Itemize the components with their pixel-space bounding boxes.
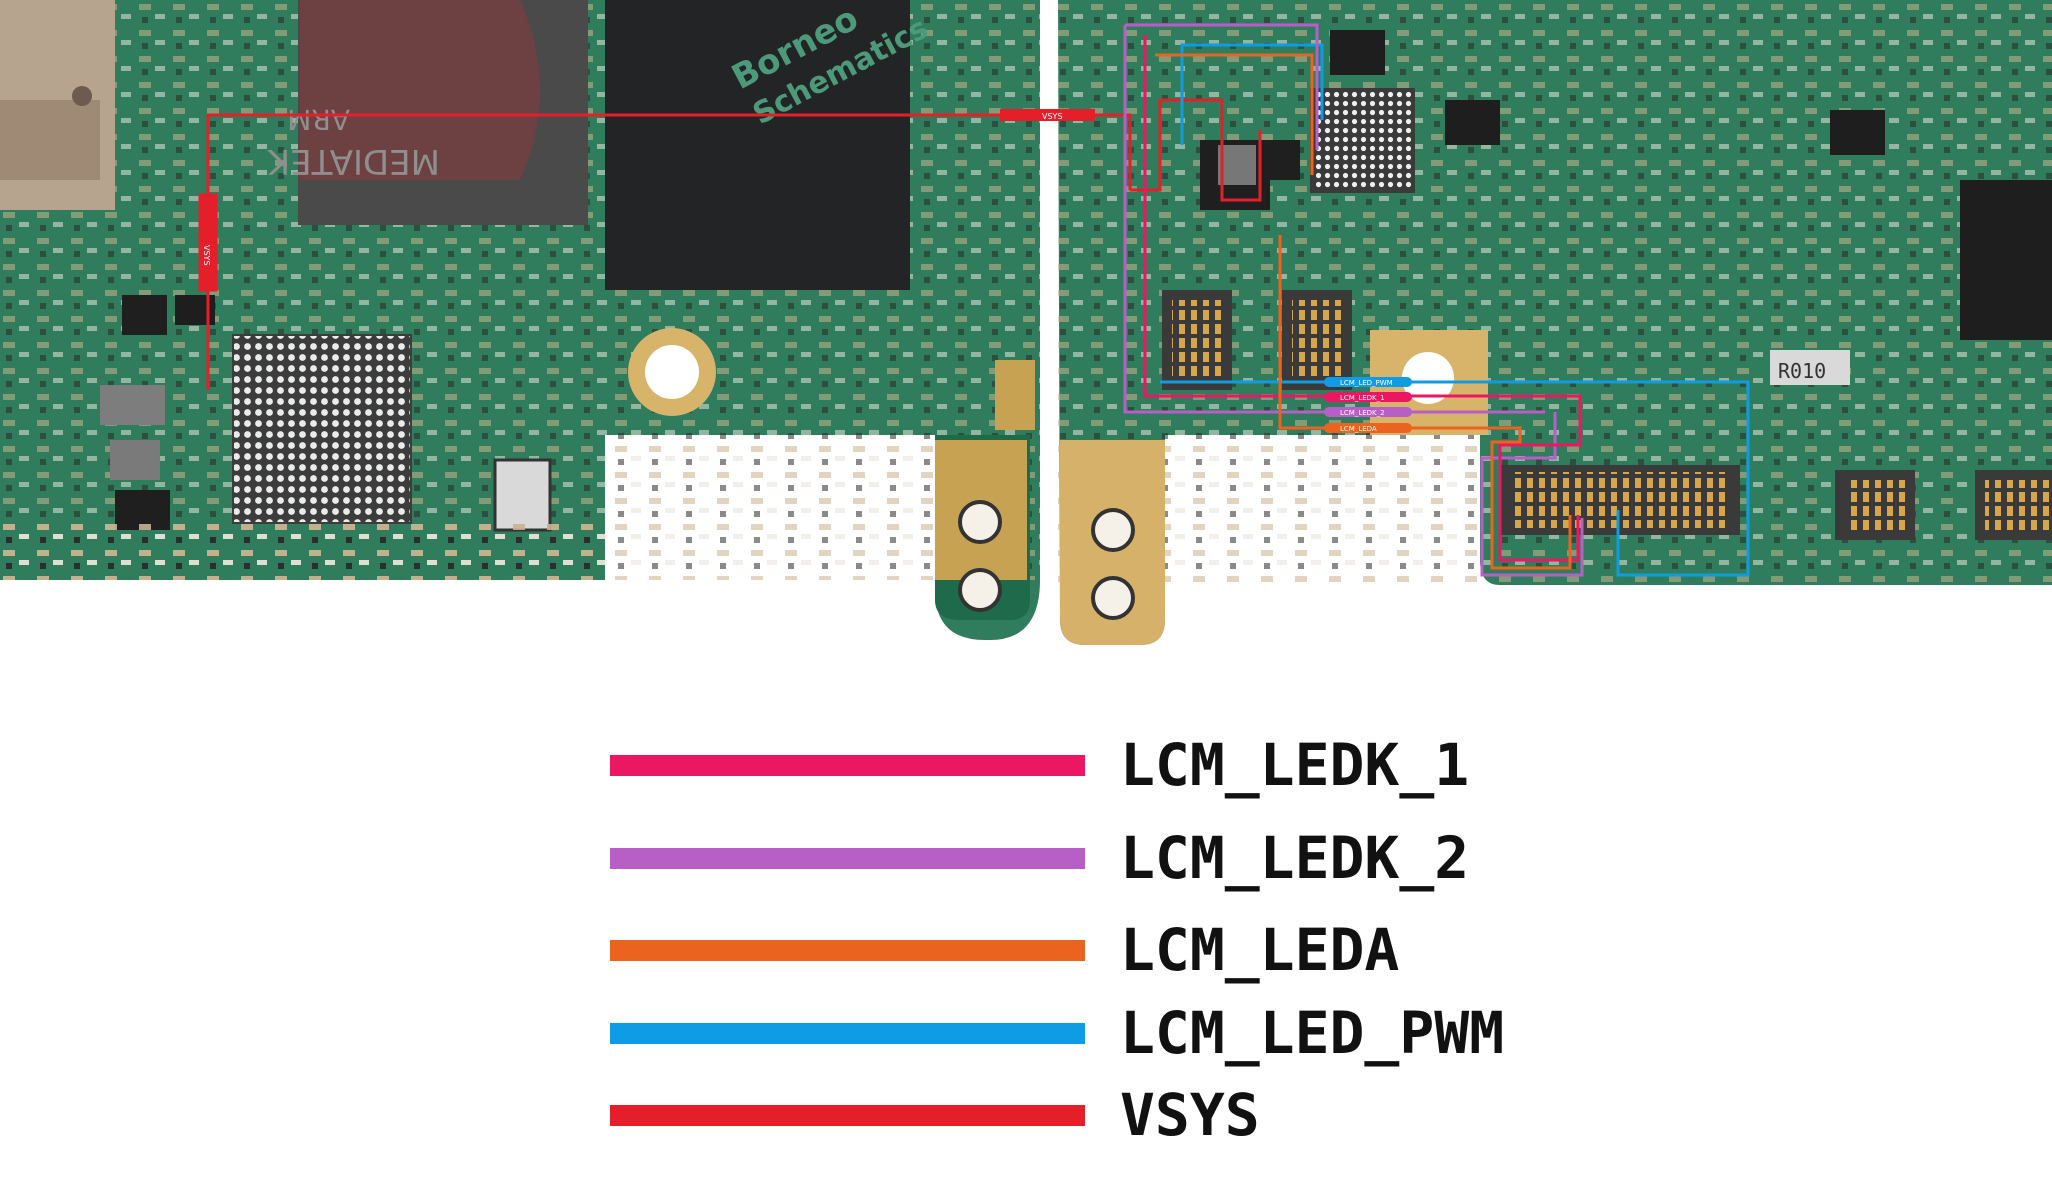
legend-label: LCM_LEDA — [1120, 916, 1400, 984]
pcb-board-image: MEDIATEK ARM Borneo Schematics — [0, 0, 2052, 645]
legend-color-line — [610, 848, 1085, 869]
net-label-ledk1: LCM_LEDK_1 — [1340, 394, 1385, 402]
legend-label: LCM_LEDK_1 — [1120, 731, 1470, 799]
legend-color-line — [610, 1105, 1085, 1126]
connector-net-labels: LCM_LED_PWM LCM_LEDK_1 LCM_LEDK_2 LCM_LE… — [1324, 377, 1412, 433]
trace-lcm-leda — [1155, 53, 1572, 570]
trace-lcm-ledk-1 — [1143, 35, 1582, 562]
chip-marking-arm: ARM — [287, 103, 350, 136]
left-board-section: MEDIATEK ARM Borneo Schematics — [0, 0, 1040, 640]
legend-item: VSYS — [610, 1081, 1610, 1149]
vsys-trace-label: VSYS — [202, 245, 211, 266]
legend-color-line — [610, 1023, 1085, 1044]
legend-label: LCM_LEDK_2 — [1120, 824, 1470, 892]
vsys-trace-label: VSYS — [1042, 112, 1063, 121]
net-label-ledk2: LCM_LEDK_2 — [1340, 409, 1385, 417]
right-board-section: R010 — [1058, 0, 2052, 645]
net-label-pwm: LCM_LED_PWM — [1340, 379, 1393, 387]
component-marking: R010 — [1778, 359, 1826, 383]
trace-lcm-led-pwm — [1160, 43, 1750, 577]
net-label-leda: LCM_LEDA — [1340, 425, 1377, 433]
legend-color-line — [610, 940, 1085, 961]
legend-color-line — [610, 755, 1085, 776]
legend-label: VSYS — [1120, 1081, 1260, 1149]
legend-item: LCM_LEDA — [610, 916, 1610, 984]
legend-item: LCM_LEDK_2 — [610, 824, 1610, 892]
trace-vsys — [198, 98, 1262, 390]
legend-label: LCM_LED_PWM — [1120, 999, 1505, 1067]
chip-marking-mediatek: MEDIATEK — [266, 141, 440, 181]
legend-item: LCM_LED_PWM — [610, 999, 1610, 1067]
legend-item: LCM_LEDK_1 — [610, 731, 1610, 799]
